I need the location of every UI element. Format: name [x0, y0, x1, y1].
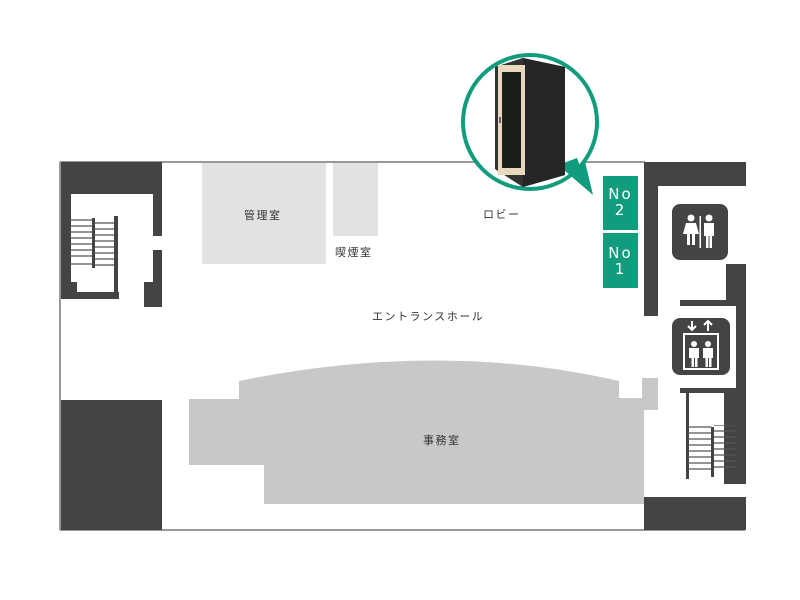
right-stairs — [688, 425, 736, 470]
entrance-hall-label: エントランスホール — [372, 310, 485, 323]
smoking-room — [333, 163, 378, 236]
phone-booth-image — [461, 53, 599, 195]
booth-no1-prefix: No — [608, 244, 633, 262]
booth-no1[interactable]: No 1 — [603, 233, 638, 288]
smoking-room-label: 喫煙室 — [335, 246, 373, 259]
right-wall-left-lower — [644, 300, 658, 316]
management-room-label: 管理室 — [244, 209, 282, 222]
booth-no2-number: 2 — [614, 201, 627, 219]
right-stair-block — [724, 388, 746, 484]
left-stair-rail-outer — [114, 216, 118, 298]
left-stair-wall-left — [61, 162, 71, 299]
right-stair-rail-mid — [711, 427, 714, 477]
elevator-wall-top — [680, 300, 746, 306]
left-stair-floor — [61, 292, 119, 299]
left-stair-wall-right-lower — [153, 250, 162, 307]
booth-no2[interactable]: No 2 — [603, 176, 638, 230]
left-stair-rail-mid — [92, 218, 95, 268]
bottom-left-core — [61, 400, 162, 530]
right-wall-outer — [736, 264, 746, 484]
booth-no1-number: 1 — [614, 260, 627, 278]
restroom-icon[interactable] — [672, 204, 728, 260]
elevator-wall-bottom — [680, 388, 736, 393]
right-wall-top — [644, 162, 746, 186]
left-stair-wall-right — [153, 162, 162, 236]
left-stair-wall-top — [61, 162, 162, 194]
elevator-icon[interactable] — [672, 318, 730, 375]
bottom-right-core — [644, 497, 746, 530]
left-stairs — [70, 219, 114, 266]
office-label: 事務室 — [423, 434, 461, 447]
left-stair-corner — [61, 282, 77, 299]
right-stair-rail — [686, 392, 689, 479]
booth-no2-prefix: No — [608, 185, 633, 203]
management-room — [202, 163, 326, 264]
lobby-label: ロビー — [483, 208, 521, 221]
right-wall-left — [644, 162, 658, 316]
left-stair-block-lower — [144, 282, 162, 307]
